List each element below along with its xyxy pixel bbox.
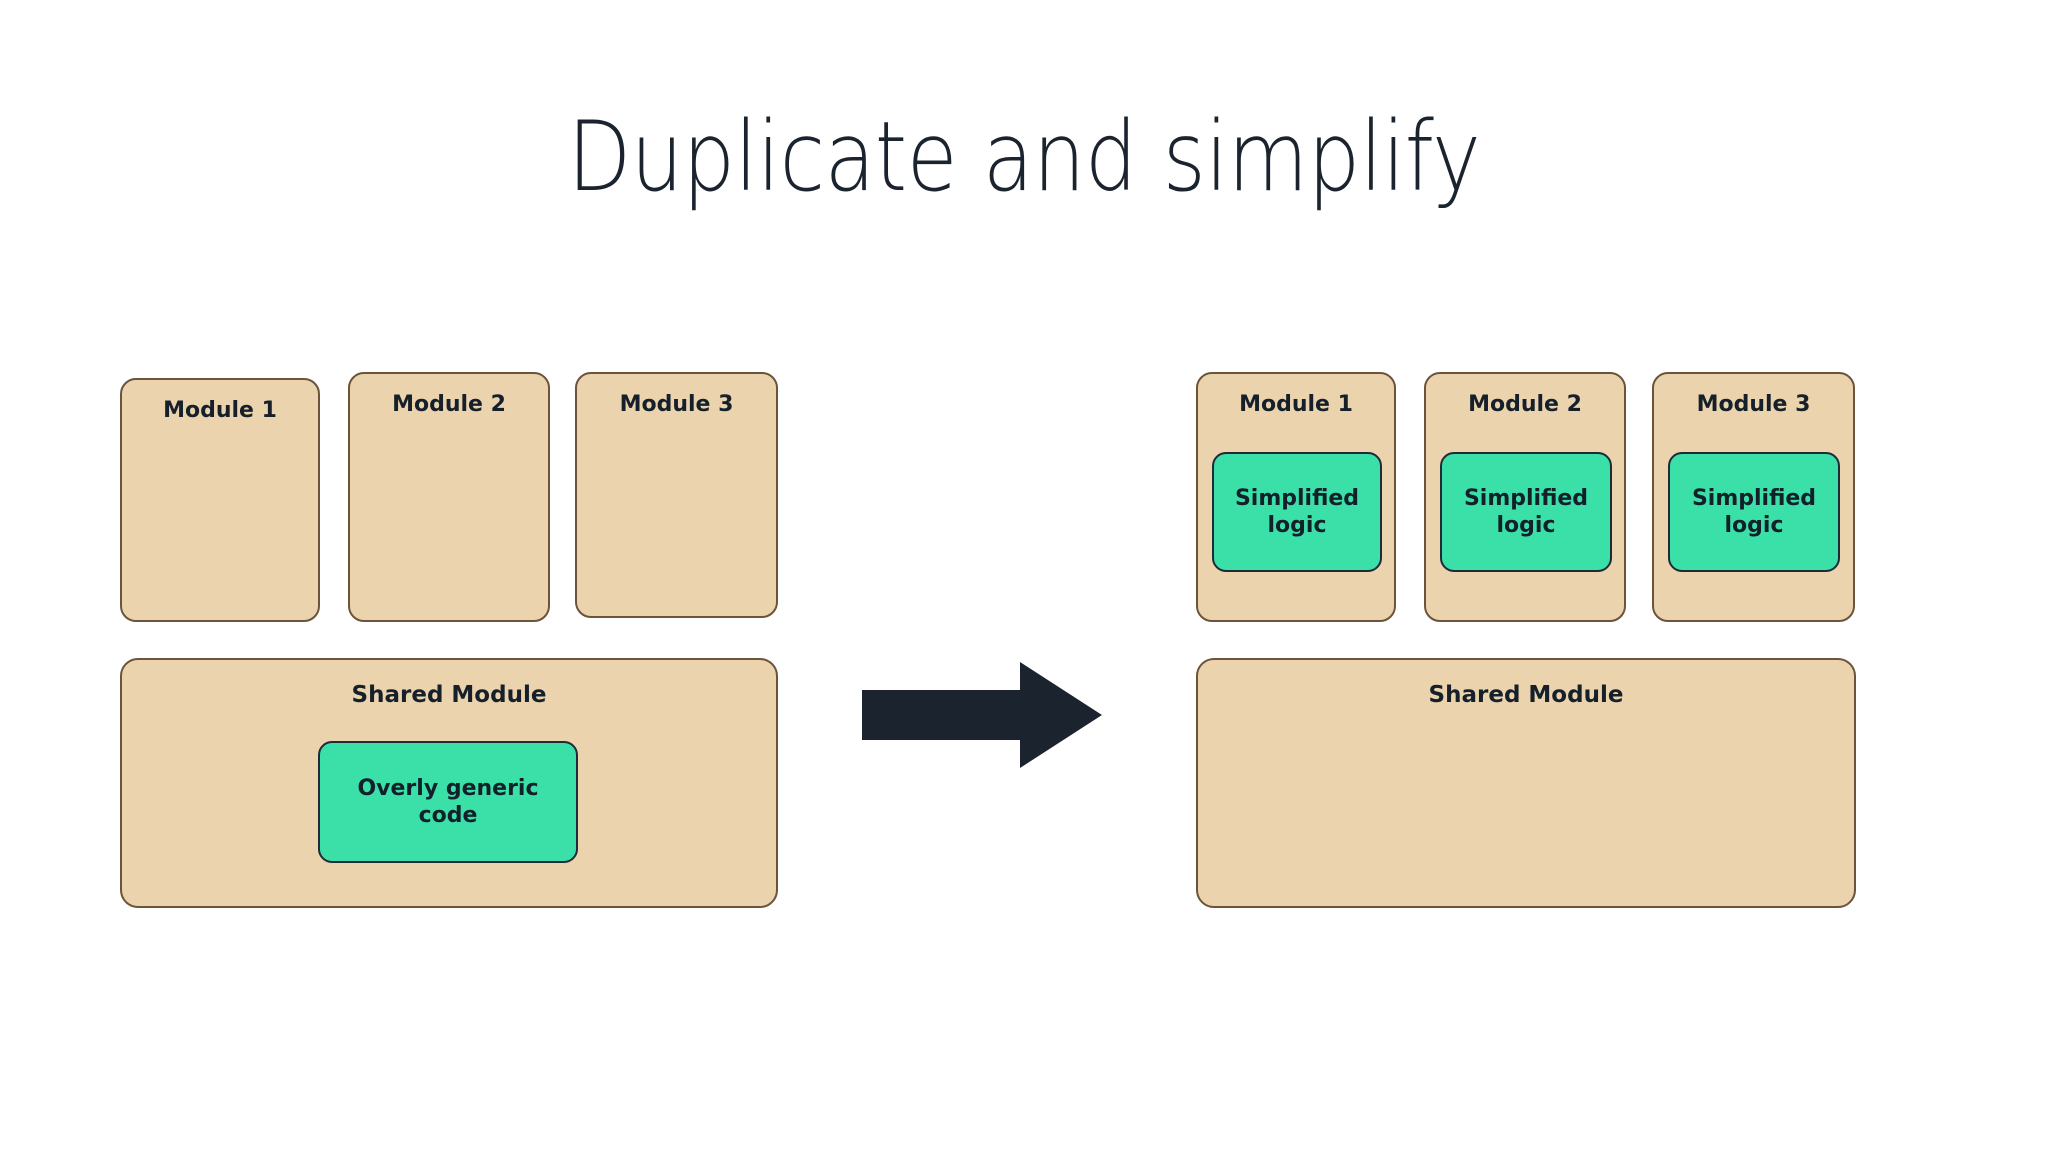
after-shared-module[interactable]: Shared Module — [1196, 658, 1856, 908]
before-module-2-label: Module 2 — [392, 392, 506, 417]
after-module-1-label: Module 1 — [1239, 392, 1353, 417]
page-title: Duplicate and simplify — [567, 101, 1481, 213]
before-module-2[interactable]: Module 2 — [348, 372, 550, 622]
before-module-3[interactable]: Module 3 — [575, 372, 778, 618]
before-module-3-label: Module 3 — [619, 392, 734, 417]
before-shared-module-label: Shared Module — [351, 682, 547, 708]
after-module-3-simplified-logic-box[interactable]: Simplified logic — [1668, 452, 1840, 572]
overly-generic-code-box[interactable]: Overly generic code — [318, 741, 578, 863]
after-module-1-simplified-logic-box[interactable]: Simplified logic — [1212, 452, 1382, 572]
after-module-2-simplified-logic-box[interactable]: Simplified logic — [1440, 452, 1612, 572]
before-module-1-label: Module 1 — [163, 398, 277, 423]
after-shared-module-label: Shared Module — [1428, 682, 1624, 708]
before-state-group: Module 1 Module 2 Module 3 Shared Module… — [120, 372, 778, 908]
after-module-2-label: Module 2 — [1468, 392, 1582, 417]
after-module-3-label: Module 3 — [1696, 392, 1811, 417]
right-arrow-icon — [862, 660, 1102, 770]
before-module-1[interactable]: Module 1 — [120, 378, 320, 622]
